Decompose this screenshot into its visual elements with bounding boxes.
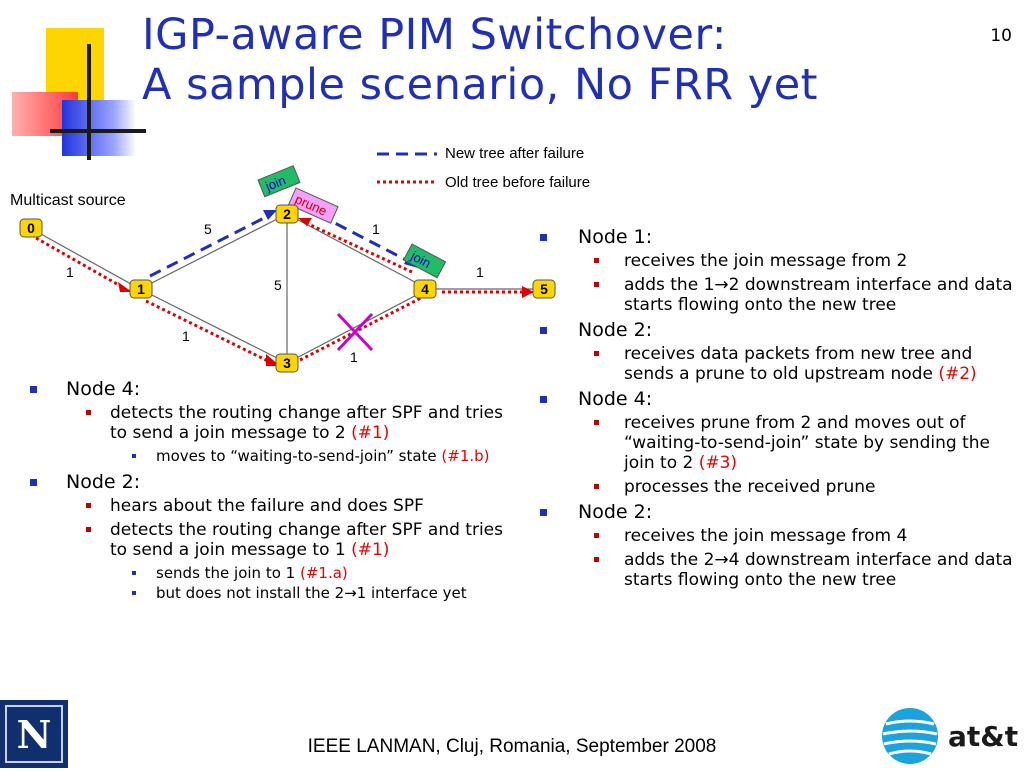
old-tree-arrow-1 [118, 282, 132, 292]
node-0-label: 0 [27, 220, 35, 236]
left-node4-sub-text: moves to “waiting-to-send-join” state [156, 447, 437, 465]
right-node2b-heading: Node 2: [538, 501, 1018, 523]
link-0-1 [29, 227, 141, 290]
weight-2-3: 5 [274, 277, 282, 293]
att-globe-icon: at&t [882, 708, 1018, 764]
link-2-4 [286, 213, 429, 290]
node-1-label: 1 [137, 281, 145, 297]
right-node4-heading: Node 4: [538, 388, 1018, 410]
link-3-4 [286, 288, 429, 364]
att-logo-text: at&t [948, 720, 1018, 753]
prune-arrow-2 [298, 218, 312, 226]
link-1-2 [139, 213, 288, 290]
new-tree-arrow-2 [263, 210, 277, 220]
left-node4-item-text: detects the routing change after SPF and… [110, 403, 503, 443]
left-node2-item1: hears about the failure and does SPF [28, 496, 510, 516]
left-node4-sub: moves to “waiting-to-send-join” state (#… [28, 447, 510, 465]
left-node2-item2-text: detects the routing change after SPF and… [110, 520, 503, 560]
old-tree-0-1 [35, 236, 125, 290]
right-node2a-item1-ref: (#2) [938, 364, 977, 384]
old-tree-1-3 [145, 299, 273, 365]
legend-new-tree-label: New tree after failure [445, 145, 584, 162]
title-line-1: IGP-aware PIM Switchover: [142, 10, 727, 60]
n-logo-icon: N [5, 705, 63, 763]
n-logo-letter: N [17, 712, 52, 757]
old-tree-arrow-5 [522, 286, 534, 298]
node-4-label: 4 [421, 281, 429, 297]
title-line-2: A sample scenario, No FRR yet [142, 60, 819, 110]
network-diagram: New tree after failure Old tree before f… [19, 145, 590, 373]
weight-4-5: 1 [476, 264, 484, 280]
node-1: 1 [129, 279, 153, 299]
new-tree-1-2 [149, 214, 269, 278]
right-node4-item2: processes the received prune [538, 477, 1018, 497]
decor-blue-square [62, 100, 136, 156]
left-node2-heading: Node 2: [28, 471, 510, 493]
slide-footer: IEEE LANMAN, Cluj, Romania, September 20… [307, 736, 717, 757]
right-node2a-item1: receives data packets from new tree and … [538, 344, 1018, 384]
node-2-label: 2 [283, 206, 291, 222]
left-node2-sub1-ref: (#1.a) [299, 564, 348, 582]
decor-horizontal-line [50, 129, 146, 133]
prune-path-4-2 [303, 220, 413, 274]
node-3-label: 3 [283, 355, 291, 371]
old-tree-3-4 [299, 296, 422, 362]
node-3: 3 [275, 353, 299, 373]
right-node2a-item1-text: receives data packets from new tree and … [624, 344, 973, 384]
left-node2-item2-ref: (#1) [351, 540, 390, 560]
decor-yellow-square [46, 28, 104, 100]
right-node1-item1: receives the join message from 2 [538, 251, 1018, 271]
left-node2-item2: detects the routing change after SPF and… [28, 520, 510, 560]
left-node4-item: detects the routing change after SPF and… [28, 403, 510, 443]
right-node2a-heading: Node 2: [538, 319, 1018, 341]
decor-vertical-line [87, 44, 91, 160]
left-node2-sub2: but does not install the 2→1 interface y… [28, 584, 510, 602]
right-node1-heading: Node 1: [538, 226, 1018, 248]
node-0: 0 [19, 218, 43, 238]
red-cross-icon [336, 312, 374, 352]
weight-0-1: 1 [66, 264, 74, 280]
weight-2-4: 1 [372, 221, 380, 237]
link-1-3 [139, 288, 288, 364]
right-node1-item2: adds the 1→2 downstream interface and da… [538, 275, 1018, 315]
page-number: 10 [990, 26, 1012, 46]
left-node2-sub1: sends the join to 1 (#1.a) [28, 564, 510, 582]
weight-3-4: 1 [350, 349, 358, 365]
left-node4-item-ref: (#1) [351, 423, 390, 443]
node-4: 4 [413, 279, 437, 299]
left-node4-heading: Node 4: [28, 378, 510, 400]
left-bullet-column: Node 4: detects the routing change after… [28, 378, 510, 604]
slide-title: IGP-aware PIM Switchover: A sample scena… [142, 10, 818, 110]
left-node2-sub1-text: sends the join to 1 [156, 564, 296, 582]
weight-1-3: 1 [182, 328, 190, 344]
right-node2b-item2: adds the 2→4 downstream interface and da… [538, 550, 1018, 590]
node-2: 2 [275, 204, 299, 224]
right-node2b-item1: receives the join message from 4 [538, 526, 1018, 546]
left-node4-sub-ref: (#1.b) [441, 447, 490, 465]
join-box-top: join [257, 165, 301, 198]
join-box-right: join [402, 243, 447, 279]
right-node4-item1-ref: (#3) [698, 453, 738, 473]
university-logo: N [0, 700, 68, 768]
weight-1-2: 5 [204, 221, 212, 237]
join-label-top: join [262, 172, 287, 194]
legend-old-tree-label: Old tree before failure [445, 174, 590, 191]
att-logo: at&t [878, 700, 1024, 768]
right-node4-item1-text: receives prune from 2 and moves out of “… [624, 413, 990, 473]
node-5-label: 5 [540, 281, 548, 297]
node-5: 5 [532, 279, 556, 299]
right-node4-item1: receives prune from 2 and moves out of “… [538, 413, 1018, 473]
multicast-source-label: Multicast source [10, 192, 126, 209]
right-bullet-column: Node 1: receives the join message from 2… [538, 226, 1018, 594]
